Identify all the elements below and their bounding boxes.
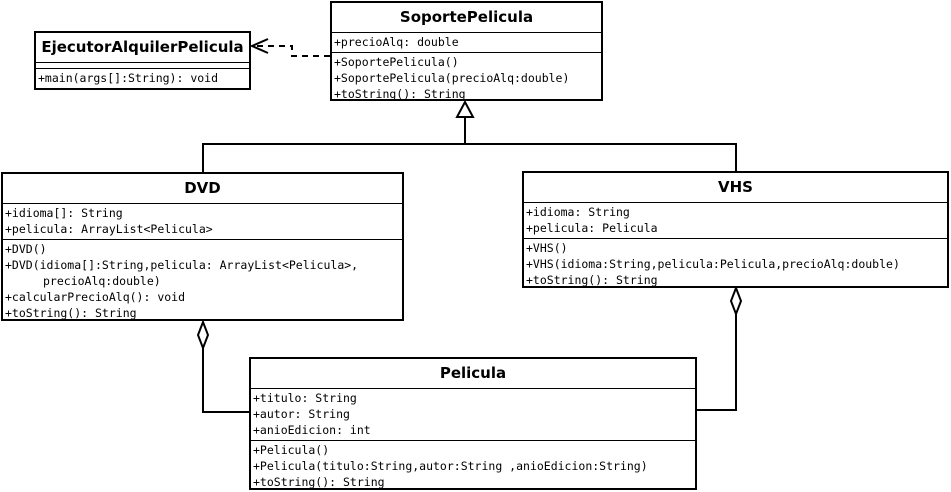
class-name: EjecutorAlquilerPelicula [36, 33, 249, 63]
attribute: +anioEdicion: int [253, 423, 371, 437]
method: +Pelicula(titulo:String,autor:String ,an… [253, 459, 648, 473]
attribute: +autor: String [253, 407, 350, 421]
method: +DVD(idioma[]:String,pelicula: ArrayList… [5, 258, 359, 272]
method: +toString(): String [253, 475, 385, 489]
class-soportepelicula: SoportePelicula +precioAlq: double +Sopo… [330, 1, 603, 101]
method: +toString(): String [334, 87, 466, 101]
class-name: VHS [524, 173, 947, 203]
method-continuation: precioAlq:double) [43, 274, 161, 288]
method: +VHS(idioma:String,pelicula:Pelicula,pre… [526, 257, 900, 271]
class-name: Pelicula [251, 359, 695, 389]
attributes-section: +idioma[]: String +pelicula: ArrayList<P… [3, 204, 402, 240]
aggregation-vhs-pelicula [696, 285, 743, 411]
methods-section: +DVD() +DVD(idioma[]:String,pelicula: Ar… [3, 240, 402, 323]
class-dvd: DVD +idioma[]: String +pelicula: ArrayLi… [1, 172, 404, 321]
generalization-connector [202, 99, 737, 172]
attributes-section: +titulo: String +autor: String +anioEdic… [251, 389, 695, 441]
dependency-connector [249, 38, 330, 57]
class-vhs: VHS +idioma: String +pelicula: Pelicula … [522, 171, 949, 288]
method: +Pelicula() [253, 443, 330, 457]
class-pelicula: Pelicula +titulo: String +autor: String … [249, 357, 697, 490]
attributes-section: +precioAlq: double [332, 33, 601, 53]
methods-section: +Pelicula() +Pelicula(titulo:String,auto… [251, 441, 695, 492]
attribute: +pelicula: ArrayList<Pelicula> [5, 222, 213, 236]
attribute: +titulo: String [253, 391, 357, 405]
class-name: SoportePelicula [332, 3, 601, 33]
attributes-section: +idioma: String +pelicula: Pelicula [524, 203, 947, 239]
attributes-section [36, 63, 249, 69]
method: +calcularPrecioAlq(): void [5, 290, 186, 304]
methods-section: +main(args[]:String): void [36, 69, 249, 88]
method: +SoportePelicula() [334, 55, 459, 69]
aggregation-dvd-pelicula [196, 319, 250, 413]
method: +main(args[]:String): void [38, 71, 219, 85]
class-name: DVD [3, 174, 402, 204]
attribute: +precioAlq: double [334, 35, 459, 49]
method: +VHS() [526, 241, 568, 255]
attribute: +pelicula: Pelicula [526, 221, 658, 235]
methods-section: +VHS() +VHS(idioma:String,pelicula:Pelic… [524, 239, 947, 290]
method: +toString(): String [526, 273, 658, 287]
class-ejecutoralquilerpelicula: EjecutorAlquilerPelicula +main(args[]:St… [34, 31, 251, 90]
methods-section: +SoportePelicula() +SoportePelicula(prec… [332, 53, 601, 104]
method: +DVD() [5, 242, 47, 256]
method: +SoportePelicula(precioAlq:double) [334, 71, 570, 85]
attribute: +idioma[]: String [5, 206, 123, 220]
attribute: +idioma: String [526, 205, 630, 219]
method: +toString(): String [5, 306, 137, 320]
